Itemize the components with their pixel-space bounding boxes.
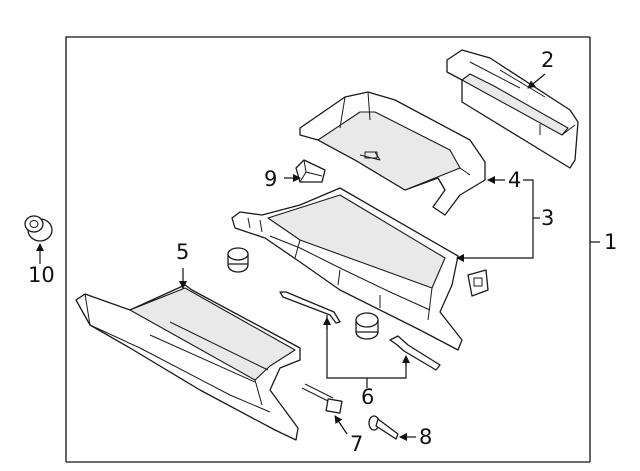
callout-6: 6 — [361, 385, 375, 409]
bumper-upper — [227, 247, 249, 273]
callout-4: 4 — [508, 168, 522, 192]
part-6-strut-right — [389, 335, 441, 371]
part-7-latch — [301, 383, 343, 414]
callout-9: 9 — [264, 167, 278, 191]
assembly-frame — [65, 36, 600, 463]
part-10-clip — [24, 215, 53, 242]
part-4-upper-bracket — [299, 91, 486, 216]
callout-10: 10 — [28, 263, 55, 287]
callout-3: 3 — [541, 206, 555, 230]
part-9-bracket — [295, 159, 326, 183]
part-5-glove-box-door — [75, 284, 301, 441]
clip-part — [467, 269, 489, 297]
part-3-glove-box-bin — [231, 187, 463, 351]
part-8-bolt — [368, 415, 399, 440]
bumper-lower — [355, 312, 379, 340]
callout-5: 5 — [176, 240, 190, 264]
callout-1: 1 — [604, 230, 618, 254]
callout-2: 2 — [541, 48, 555, 72]
leader-lines — [36, 73, 546, 441]
callout-7: 7 — [350, 432, 364, 456]
part-6-strut-left — [279, 291, 341, 324]
part-2-trim-panel — [446, 49, 579, 169]
callout-8: 8 — [419, 425, 433, 449]
